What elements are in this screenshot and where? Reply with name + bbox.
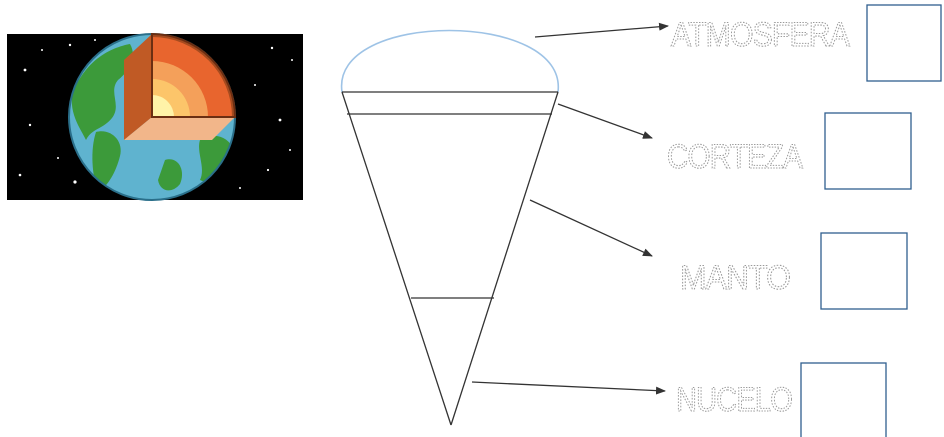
cone-left-side	[342, 92, 451, 425]
label-atmosfera: ATMOSFERA	[671, 16, 850, 54]
answer-boxes	[801, 5, 941, 437]
atmosfera-arrow	[535, 26, 668, 37]
answer-box-atmosfera[interactable]	[867, 5, 941, 81]
label-corteza: CORTEZA	[667, 138, 803, 176]
nucleo-arrow	[472, 382, 665, 391]
answer-box-nucleo[interactable]	[801, 363, 886, 437]
cone-diagram	[342, 31, 559, 426]
pointer-arrows	[472, 26, 668, 391]
answer-box-corteza[interactable]	[825, 113, 911, 189]
cone-right-side	[451, 92, 558, 425]
layer-labels: ATMOSFERA CORTEZA MANTO NUCELO	[667, 16, 850, 419]
label-manto: MANTO	[680, 259, 790, 297]
corteza-arrow	[558, 104, 652, 138]
manto-arrow	[530, 200, 652, 256]
atmosphere-arc	[342, 31, 559, 93]
answer-box-manto[interactable]	[821, 233, 907, 309]
label-nucleo: NUCELO	[676, 381, 792, 419]
earth-cross-section-illustration	[7, 34, 303, 200]
